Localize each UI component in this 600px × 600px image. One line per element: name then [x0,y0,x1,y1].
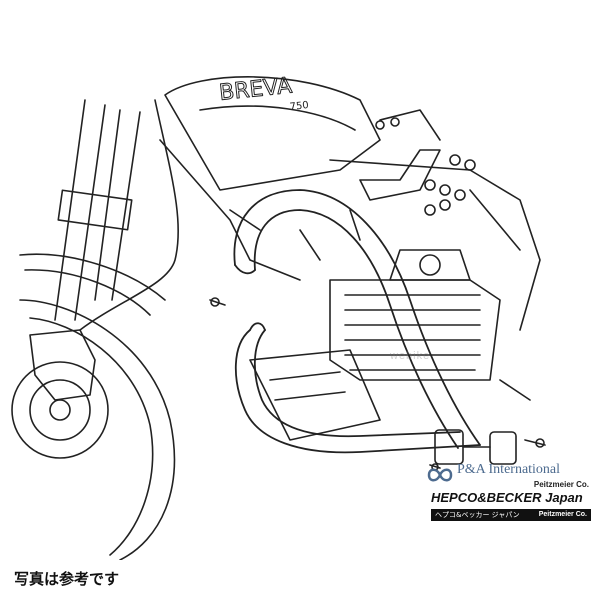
logo-band-jp: ヘプコ&ベッカー ジャパン [435,511,520,519]
crash-bar-line-drawing: BREVA 750 [11,73,546,560]
dealer-logo: P&A International Peitzmeier Co. HEPCO&B… [425,460,593,524]
model-sub: 750 [289,100,309,113]
brake-disc [11,361,109,459]
watermark-text: webike [390,350,431,362]
frame [159,139,301,281]
fork-right [94,109,121,301]
logo-brand: HEPCO&BECKER Japan [431,490,583,505]
infinity-logo-icon [427,468,453,482]
logo-band: ヘプコ&ベッカー ジャパン Peitzmeier Co. [431,509,591,521]
brake-line [79,99,180,331]
front-fender [19,253,166,301]
engine-cylinder [329,249,501,381]
logo-band-en: Peitzmeier Co. [538,511,587,518]
fuel-tank [164,76,381,191]
reference-caption: 写真は参考です [14,570,120,588]
brake-caliper [29,329,96,401]
fork-left [54,99,86,321]
logo-top-line: P&A International [457,462,561,477]
crash-bar [233,189,481,454]
front-tire [19,299,176,560]
mounting-bracket [359,109,441,201]
bolt-set [209,154,546,471]
logo-sub-line: Peitzmeier Co. [533,480,589,489]
tube-clamp [434,429,517,465]
model-mark: BREVA [218,73,293,105]
front-fender-lower [24,269,151,316]
